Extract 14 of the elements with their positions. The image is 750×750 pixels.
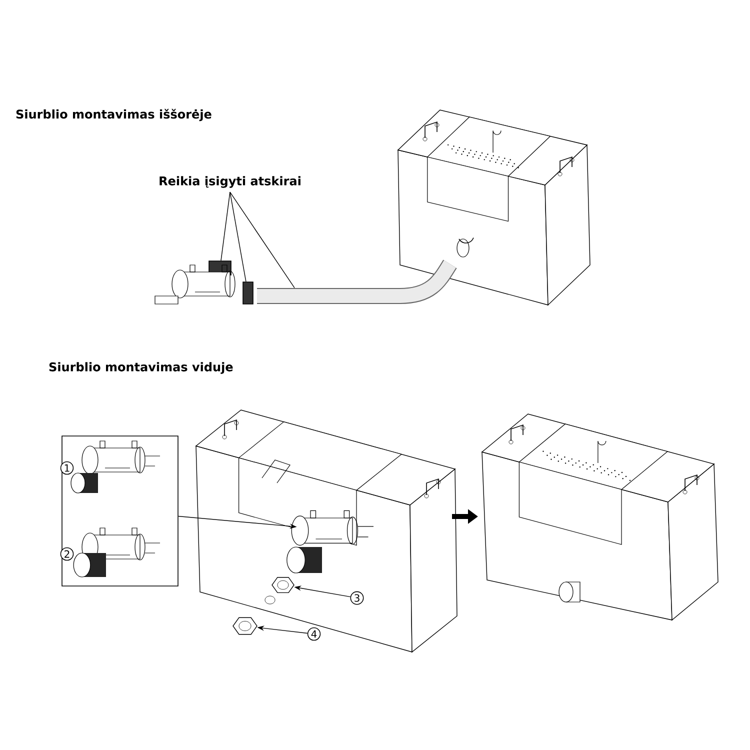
callout-label: Reikia įsigyti atskirai: [154, 172, 306, 192]
leader-line: [220, 192, 230, 261]
leader-line: [230, 192, 295, 288]
heading: Siurblio montavimas viduje: [49, 362, 233, 374]
hose-coupling: [242, 282, 254, 304]
callout-number: 3: [350, 591, 364, 605]
callout-number: 4: [307, 627, 321, 641]
hose-drawing: [257, 260, 457, 304]
heading: Siurblio montavimas iššorėje: [16, 108, 212, 122]
nut-drawing: [264, 577, 294, 604]
inset-panel: 1 2: [60, 436, 178, 586]
leader-line: [230, 192, 246, 282]
pump-drawing: [286, 510, 374, 574]
nut-drawing: [232, 617, 258, 635]
